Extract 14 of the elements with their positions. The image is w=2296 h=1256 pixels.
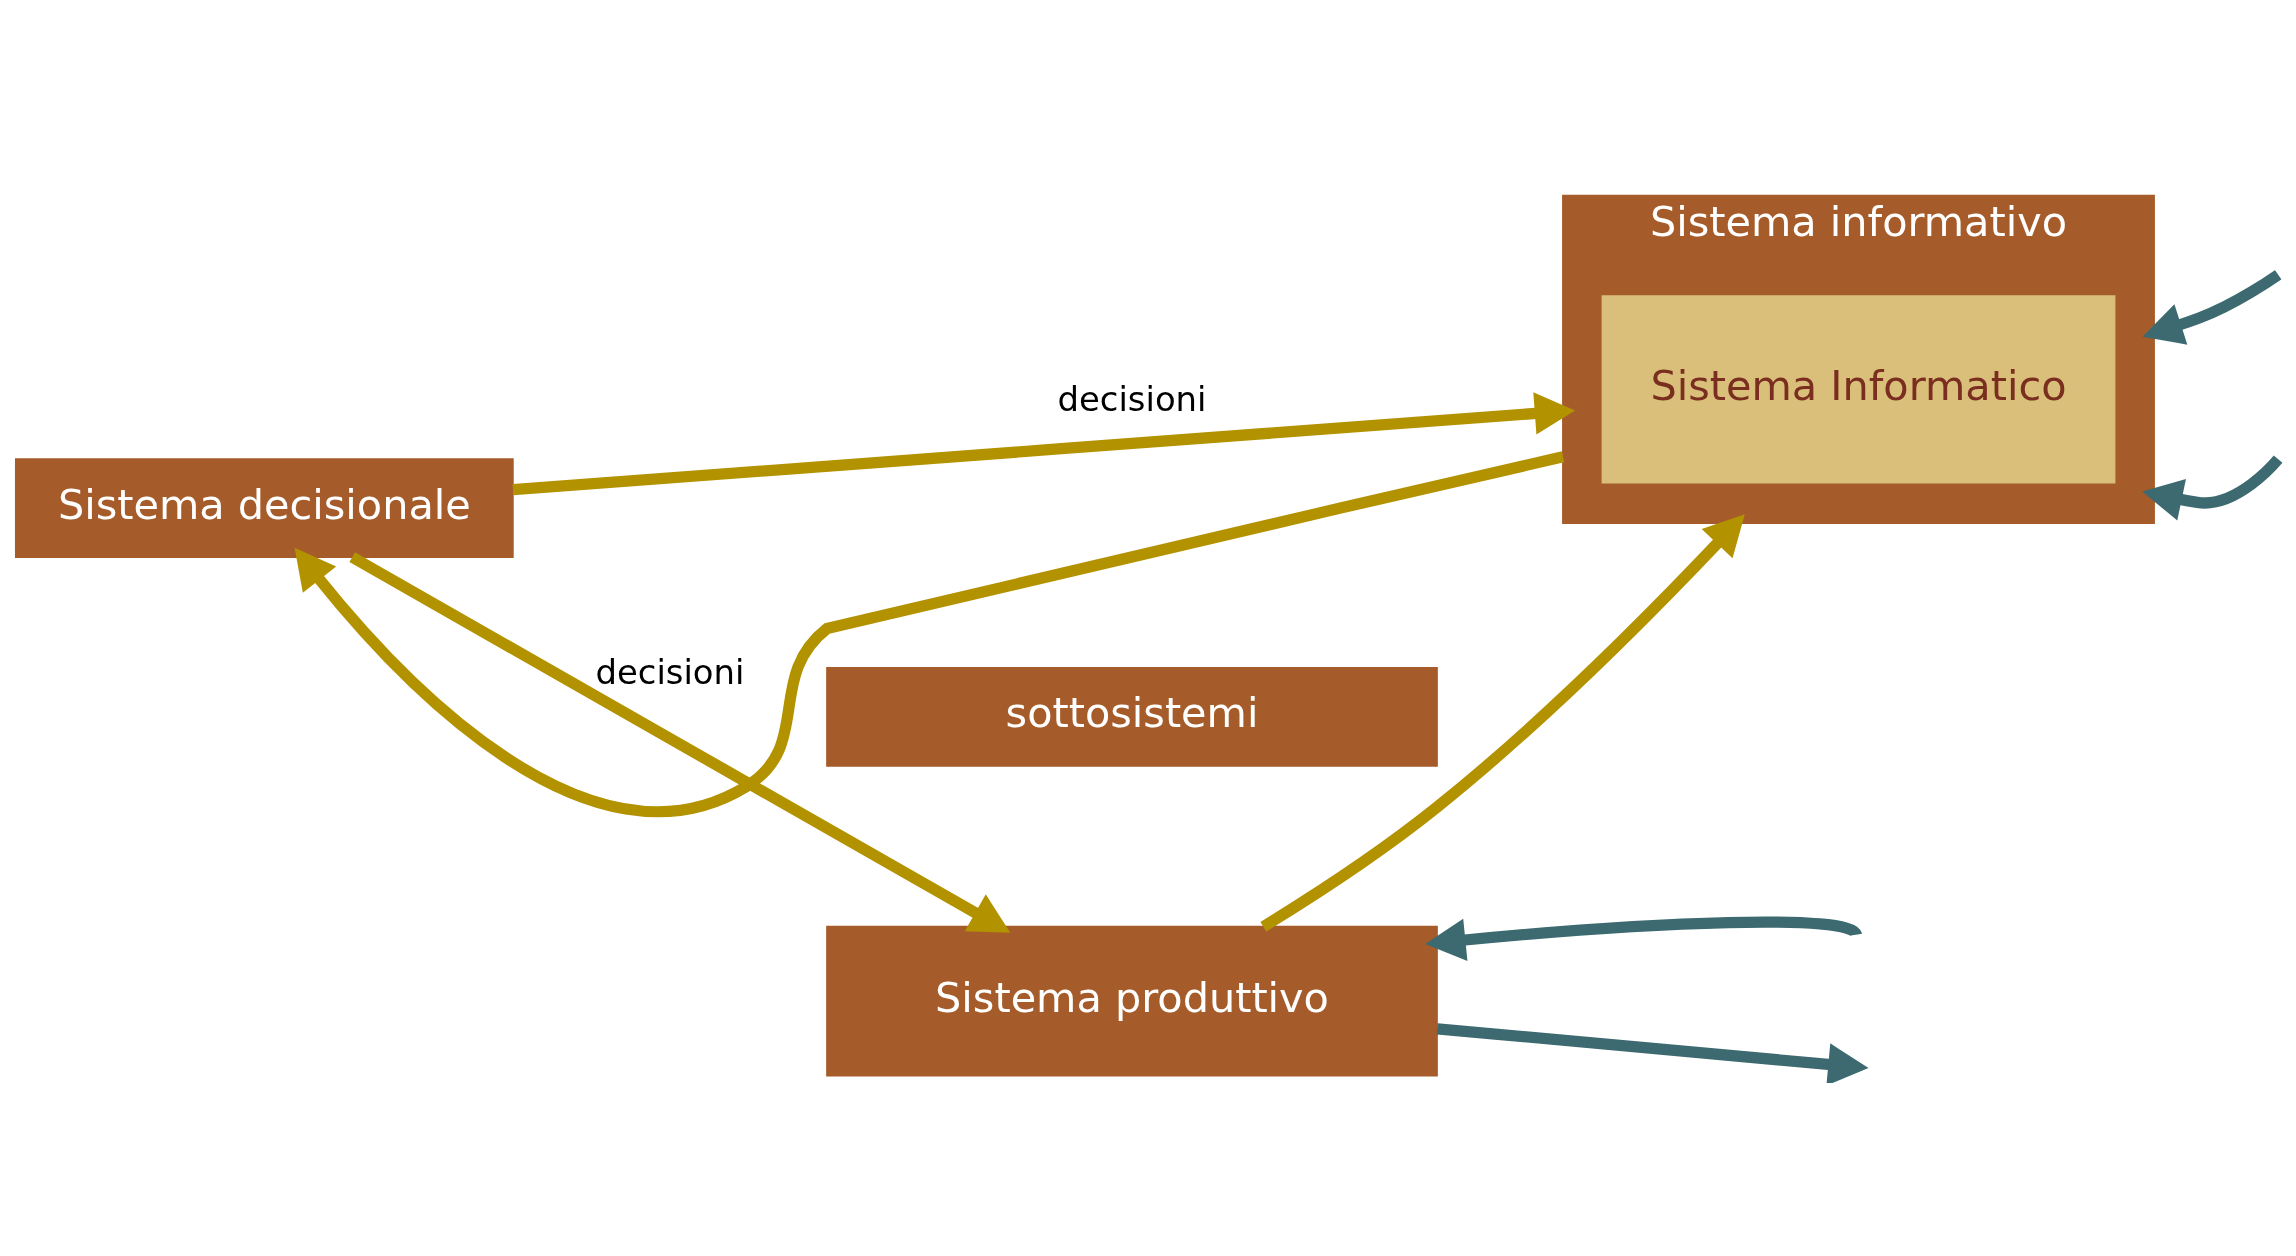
node-box: Sistema produttivo: [826, 925, 1438, 1077]
edge-label: decisioni: [595, 652, 745, 692]
node-box: sottosistemi: [826, 667, 1438, 767]
arrow: [1436, 1023, 1869, 1083]
arrow: [512, 392, 1576, 496]
arrow: [1425, 916, 1861, 962]
arrow: [349, 552, 1011, 933]
edge-label: decisioni: [1057, 379, 1207, 419]
node-box: Sistema decisionale: [14, 458, 514, 558]
arrow: [1260, 514, 1745, 932]
arrow: [294, 451, 1565, 817]
arrow: [2142, 270, 2282, 345]
arrow: [2142, 455, 2283, 521]
node-box: Sistema Informatico: [1599, 293, 2118, 486]
